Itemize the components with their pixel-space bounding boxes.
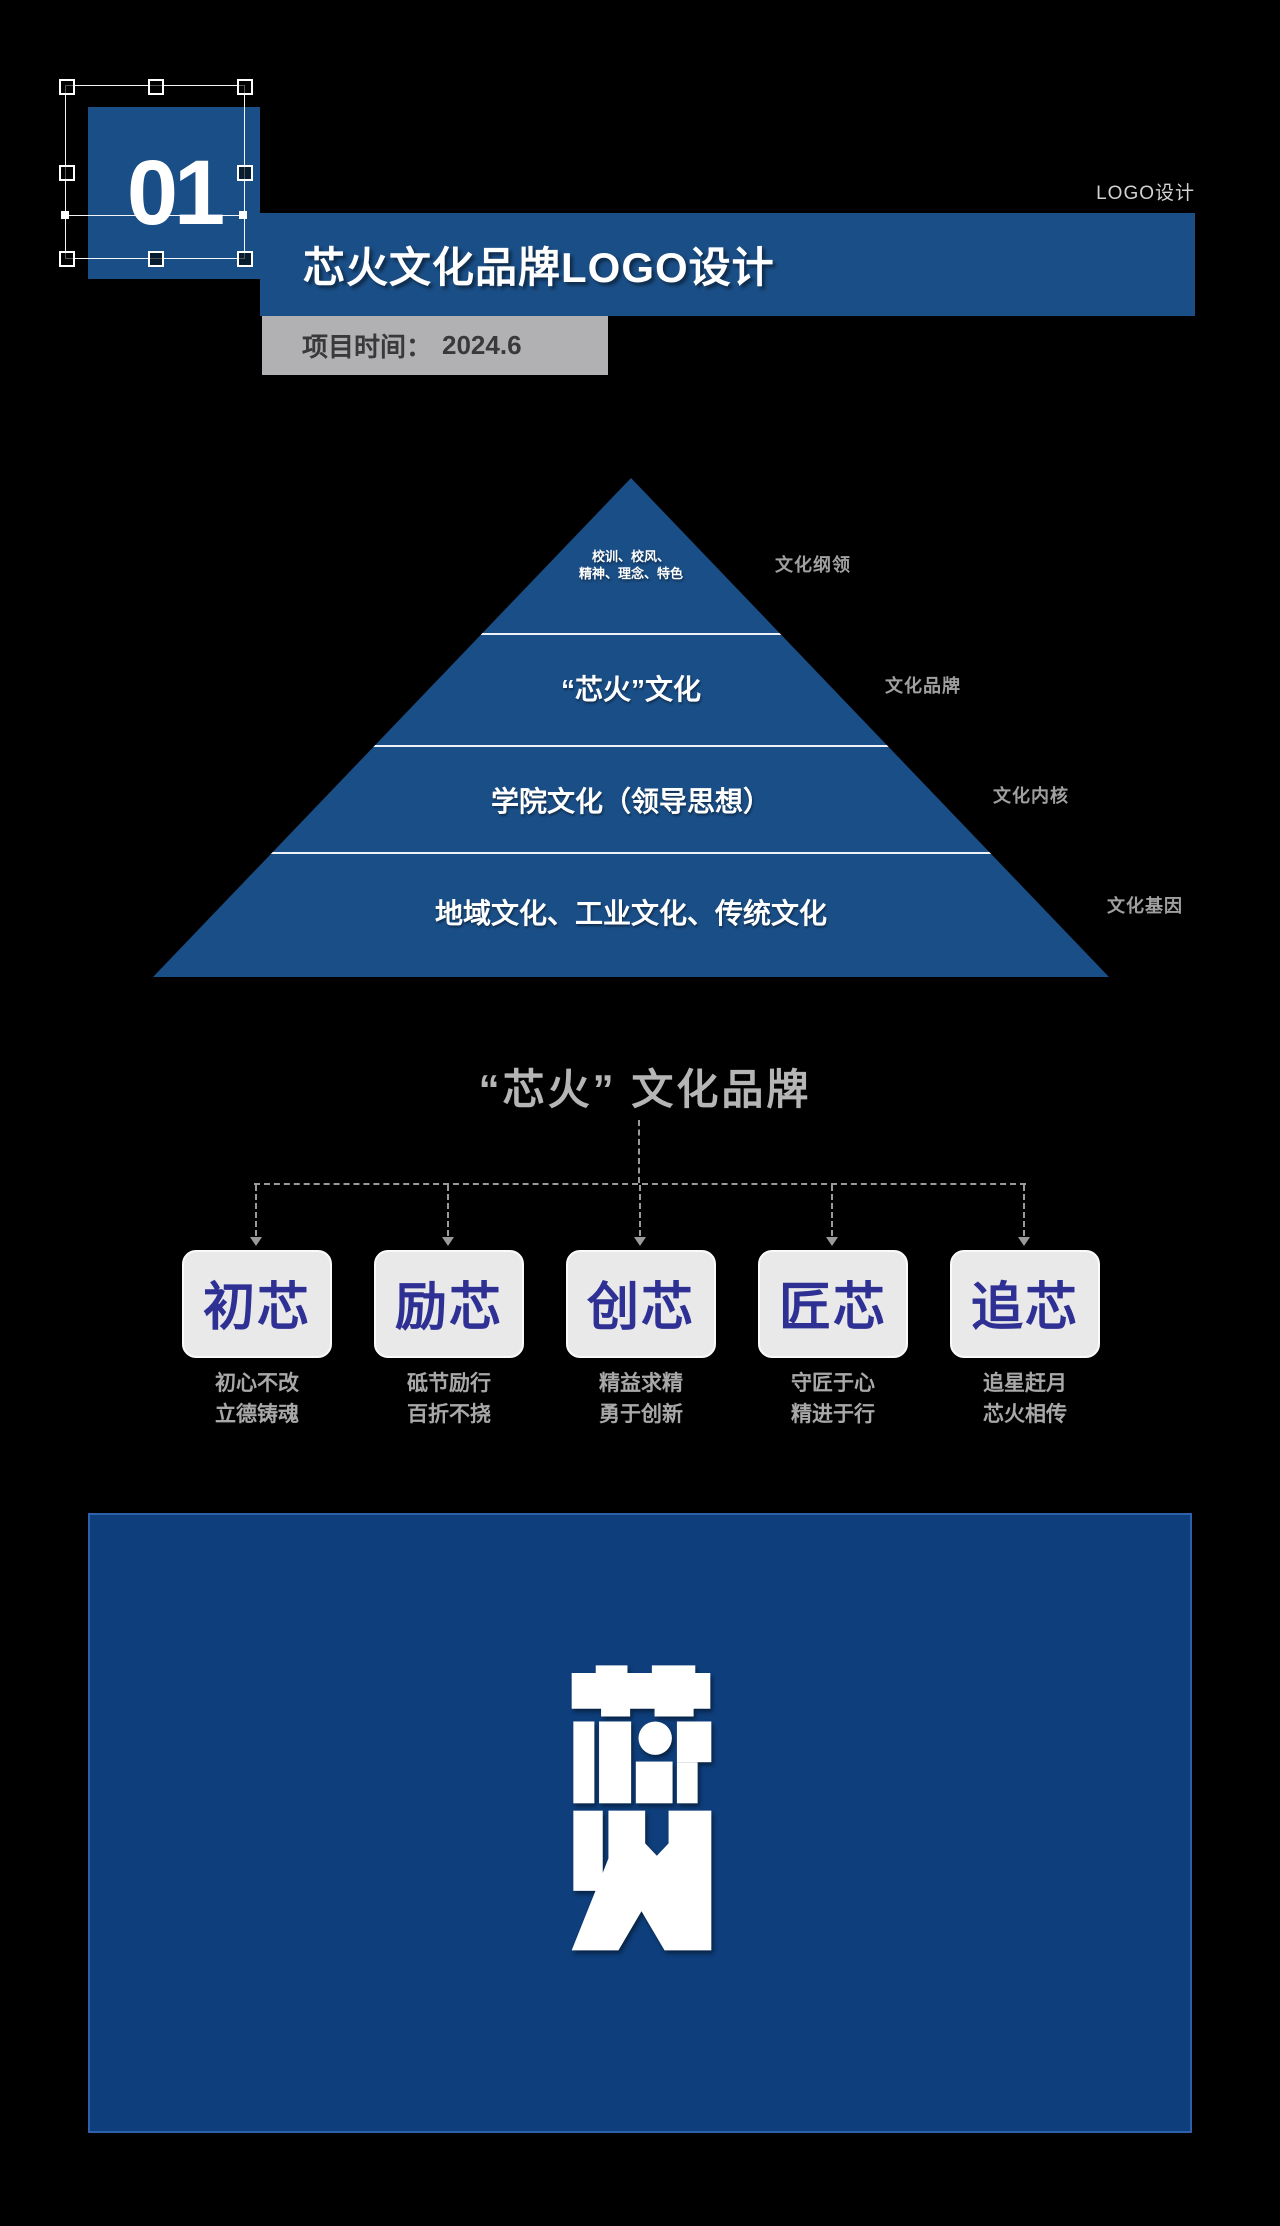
selection-handle-w[interactable] [59, 165, 75, 181]
xinhuo-logo-icon [571, 1665, 712, 1951]
connector-branch-5 [1023, 1185, 1025, 1236]
brand-box-1: 初芯 [182, 1250, 332, 1358]
connector-branch-4 [831, 1185, 833, 1236]
brand-box-3: 创芯 [566, 1250, 716, 1358]
brand-caption-5: 追星赶月芯火相传 [983, 1372, 1067, 1426]
brand-box-5: 追芯 [950, 1250, 1100, 1358]
project-date-value: 2024.6 [442, 330, 522, 360]
page-title: 芯火文化品牌LOGO设计 [303, 244, 775, 291]
pyramid-separator-1 [153, 633, 1109, 635]
connector-branch-3 [639, 1185, 641, 1236]
selection-rectangle[interactable] [65, 85, 245, 259]
connector-stem [638, 1120, 640, 1183]
brand-heading: “芯火” 文化品牌 [478, 1066, 812, 1113]
selection-handle-nw[interactable] [59, 79, 75, 95]
selection-handle-sw[interactable] [59, 251, 75, 267]
selection-handle-ne[interactable] [237, 79, 253, 95]
pyramid-level-1-text: 校训、校风、 精神、理念、特色 [578, 549, 683, 581]
brand-box-4: 匠芯 [758, 1250, 908, 1358]
section-number-tile[interactable]: 01 [88, 107, 260, 279]
title-banner: 芯火文化品牌LOGO设计 [260, 213, 1195, 316]
connector-branch-1 [255, 1185, 257, 1236]
connector-crossbar [254, 1183, 1026, 1185]
brand-caption-2: 砥节励行百折不挠 [407, 1372, 491, 1426]
arrow-down-icon [634, 1237, 646, 1246]
pyramid-separator-2 [153, 745, 1109, 747]
selection-handle-line-left[interactable] [61, 211, 69, 219]
arrow-down-icon [1018, 1237, 1030, 1246]
pyramid-label-4: 文化基因 [1107, 896, 1183, 916]
pyramid-level-2-text: “芯火”文化 [560, 674, 701, 705]
project-date-bar: 项目时间： 2024.6 [262, 316, 608, 375]
selection-handle-e[interactable] [237, 165, 253, 181]
connector-branch-2 [447, 1185, 449, 1236]
pyramid-label-2: 文化品牌 [885, 676, 961, 696]
pyramid-level-4-text: 地域文化、工业文化、传统文化 [434, 898, 827, 929]
corner-label: LOGO设计 [1096, 183, 1195, 204]
pyramid-level-3-text: 学院文化（领导思想） [490, 786, 771, 817]
selection-handle-n[interactable] [148, 79, 164, 95]
arrow-down-icon [442, 1237, 454, 1246]
arrow-down-icon [250, 1237, 262, 1246]
pyramid-label-1: 文化纲领 [775, 555, 851, 575]
selection-inner-line[interactable] [65, 215, 243, 216]
pyramid-label-3: 文化内核 [993, 786, 1069, 806]
brand-caption-4: 守匠于心精进于行 [791, 1372, 875, 1426]
brand-box-2: 励芯 [374, 1250, 524, 1358]
logo-showcase-panel [88, 1513, 1192, 2133]
brand-caption-3: 精益求精勇于创新 [599, 1372, 683, 1426]
selection-handle-se[interactable] [237, 251, 253, 267]
selection-handle-line-right[interactable] [239, 211, 247, 219]
arrow-down-icon [826, 1237, 838, 1246]
pyramid-separator-3 [153, 852, 1109, 854]
brand-caption-1: 初心不改立德铸魂 [215, 1372, 299, 1426]
selection-handle-s[interactable] [148, 251, 164, 267]
project-date-label: 项目时间： [302, 332, 433, 362]
culture-pyramid: 校训、校风、 精神、理念、特色 “芯火”文化 学院文化（领导思想） 地域文化、工… [153, 478, 1109, 977]
